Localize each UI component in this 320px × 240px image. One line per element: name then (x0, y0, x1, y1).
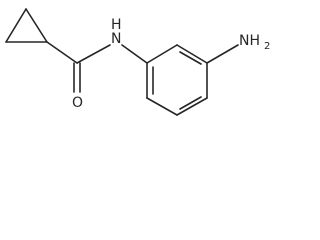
amide-hydrogen-label: H (111, 17, 122, 33)
benzene-bond-5 (146, 97, 178, 116)
amine-group-label: NH (239, 33, 260, 49)
benzene-inner-bond-a (179, 51, 202, 65)
amide-nitrogen-label: N (111, 31, 121, 47)
benzene-inner-bond-c (179, 96, 202, 110)
ring-to-amine-bond (206, 44, 239, 64)
benzene-bond-4 (176, 97, 208, 116)
cyclopropyl-bond-right (25, 8, 48, 43)
molecule-drawing: N H O NH 2 (5, 8, 270, 116)
benzene-bond-1 (146, 44, 178, 64)
amine-subscript-label: 2 (264, 41, 270, 52)
ring-to-carbonyl-bond (46, 41, 78, 64)
nitrogen-to-ring-bond (121, 44, 148, 64)
carbonyl-to-nitrogen-bond (76, 44, 111, 64)
cyclopropyl-bond-left (5, 8, 27, 43)
structure-canvas: N H O NH 2 (0, 0, 276, 124)
carbonyl-oxygen-label: O (72, 95, 83, 111)
benzene-bond-2 (176, 44, 208, 64)
